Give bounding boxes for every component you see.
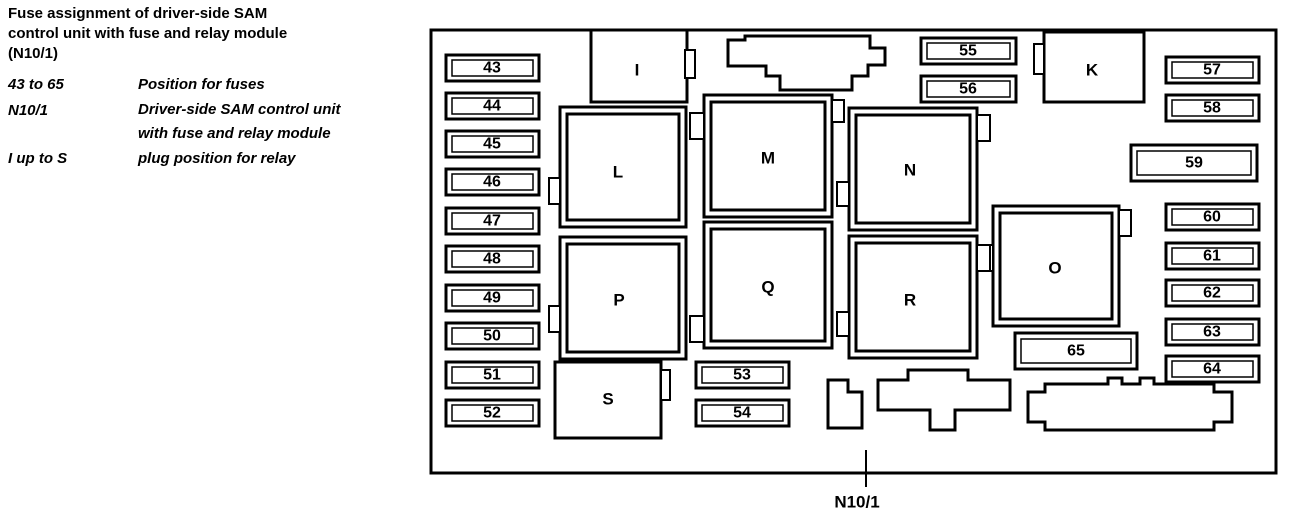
fuse-label: 53 [733, 367, 751, 384]
relay-K: K [1033, 30, 1146, 104]
relay-I: I [589, 28, 696, 104]
relay-R: R [836, 234, 991, 360]
fuse-56: 56 [919, 74, 1018, 104]
fuse-label: 48 [483, 251, 501, 268]
fuse-49: 49 [444, 283, 541, 313]
relay-label: R [904, 291, 916, 310]
fuse-46: 46 [444, 167, 541, 197]
fuse-58: 58 [1164, 93, 1261, 123]
fuse-55: 55 [919, 36, 1018, 66]
fuse-61: 61 [1164, 241, 1261, 271]
fuse-label: 56 [959, 81, 977, 98]
fuse-label: 58 [1203, 100, 1221, 117]
fuse-label: 47 [483, 213, 501, 230]
fuse-label: 50 [483, 328, 501, 345]
fuse-label: 60 [1203, 209, 1221, 226]
fuse-44: 44 [444, 91, 541, 121]
relay-S: S [553, 360, 671, 440]
fuse-label: 46 [483, 174, 501, 191]
fuse-52: 52 [444, 398, 541, 428]
legend-title-line: (N10/1) [8, 45, 59, 62]
legend-key: 43 to 65 [8, 76, 64, 93]
fuse-label: 57 [1203, 62, 1221, 79]
fuse-51: 51 [444, 360, 541, 390]
fuse-65: 65 [1013, 331, 1139, 371]
fuse-62: 62 [1164, 278, 1261, 308]
fuse-57: 57 [1164, 55, 1261, 85]
right-connector [1026, 376, 1234, 432]
relay-label: Q [761, 278, 774, 297]
relay-label: O [1048, 259, 1061, 278]
fuse-label: 64 [1203, 361, 1221, 378]
fuse-43: 43 [444, 53, 541, 83]
legend-row-module: N10/1 Driver-side SAM control unit with … [8, 98, 418, 146]
relay-label: L [613, 163, 623, 182]
fuse-label: 59 [1185, 155, 1203, 172]
fuse-label: 44 [483, 98, 501, 115]
relay-M: M [689, 93, 845, 219]
legend-key: I up to S [8, 150, 68, 167]
fuse-label: 54 [733, 405, 751, 422]
fuse-label: 62 [1203, 285, 1221, 302]
relay-label: N [904, 161, 916, 180]
fuse-50: 50 [444, 321, 541, 351]
fuse-label: 49 [483, 290, 501, 307]
fuse-64: 64 [1164, 354, 1261, 384]
fuse-label: 51 [483, 367, 501, 384]
legend-desc: Position for fuses [138, 72, 418, 98]
fuse-label: 55 [959, 43, 977, 60]
relay-label: K [1086, 61, 1099, 80]
fuse-label: 45 [483, 136, 501, 153]
relay-N: N [836, 106, 991, 232]
top-connector [726, 34, 887, 92]
legend-title-line: Fuse assignment of driver-side SAM [8, 5, 268, 22]
legend-desc-line: Driver-side SAM control unit [138, 101, 341, 118]
middle-connector [876, 368, 1012, 432]
legend-desc: plug position for relay [138, 146, 418, 172]
relay-Q: Q [689, 220, 834, 350]
relay-label: I [635, 61, 640, 80]
fuse-59: 59 [1129, 143, 1259, 183]
relay-label: M [761, 149, 775, 168]
legend-row-fuses: 43 to 65 Position for fuses [8, 72, 418, 98]
fuse-47: 47 [444, 206, 541, 236]
fuse-53: 53 [694, 360, 791, 390]
legend-desc: Driver-side SAM control unit with fuse a… [138, 98, 418, 146]
legend-desc-line: Position for fuses [138, 76, 265, 93]
legend-key: N10/1 [8, 102, 49, 119]
legend-desc-line: with fuse and relay module [138, 125, 331, 142]
fuse-54: 54 [694, 398, 791, 428]
legend: Fuse assignment of driver-side SAM contr… [8, 4, 418, 172]
module-label: N10/1 [834, 493, 879, 512]
fuse-label: 63 [1203, 324, 1221, 341]
fuse-60: 60 [1164, 202, 1261, 232]
fuse-label: 65 [1067, 343, 1085, 360]
fuse-label: 52 [483, 405, 501, 422]
relay-L: L [548, 105, 688, 229]
legend-title-line: control unit with fuse and relay module [8, 25, 288, 42]
legend-title: Fuse assignment of driver-side SAM contr… [8, 4, 418, 64]
relay-P: P [548, 235, 688, 361]
fuse-label: 61 [1203, 248, 1221, 265]
fuse-label: 43 [483, 60, 501, 77]
relay-O: O [980, 204, 1132, 328]
relay-label: S [602, 390, 613, 409]
relay-label: P [613, 291, 624, 310]
small-connector [826, 378, 864, 430]
fuse-45: 45 [444, 129, 541, 159]
legend-desc-line: plug position for relay [138, 150, 296, 167]
legend-row-relays: I up to S plug position for relay [8, 146, 418, 172]
fuse-48: 48 [444, 244, 541, 274]
fuse-63: 63 [1164, 317, 1261, 347]
